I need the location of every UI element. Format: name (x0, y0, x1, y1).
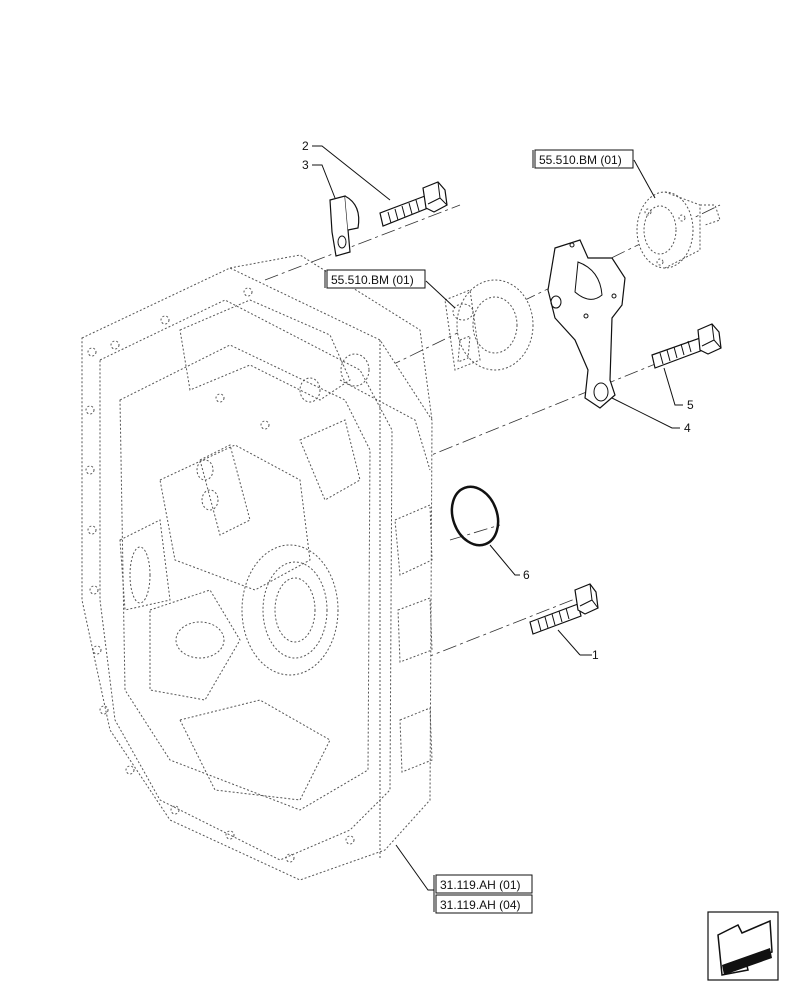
ghost-sensor-bracket-assembly (444, 279, 534, 371)
callout-3: 3 (302, 158, 309, 172)
ref-bottom-2: 31.119.AH (04) (440, 898, 521, 912)
callout-2: 2 (302, 139, 309, 153)
ref-top-right: 55.510.BM (01) (539, 153, 622, 167)
transmission-housing (81, 254, 433, 881)
leader-lines (312, 145, 683, 891)
callout-4: 4 (684, 421, 691, 435)
callout-1: 1 (592, 648, 599, 662)
callout-6: 6 (523, 568, 530, 582)
previous-page-arrow-icon[interactable] (707, 911, 779, 981)
ref-bottom-1: 31.119.AH (01) (440, 878, 521, 892)
callout-5: 5 (687, 398, 694, 412)
ghost-sensor-assembly (636, 191, 721, 269)
bolt-part-2 (379, 181, 448, 227)
bracket-plate-part-4 (547, 239, 626, 409)
callout-labels: 2 3 5 4 6 1 (302, 139, 694, 662)
clip-part-3 (329, 195, 360, 257)
ref-middle: 55.510.BM (01) (331, 273, 414, 287)
bolt-part-1 (529, 583, 599, 635)
bolt-part-5 (651, 323, 722, 369)
o-ring-part-6 (450, 485, 500, 547)
reference-labels: 55.510.BM (01) 55.510.BM (01) 31.119.AH … (324, 149, 634, 914)
